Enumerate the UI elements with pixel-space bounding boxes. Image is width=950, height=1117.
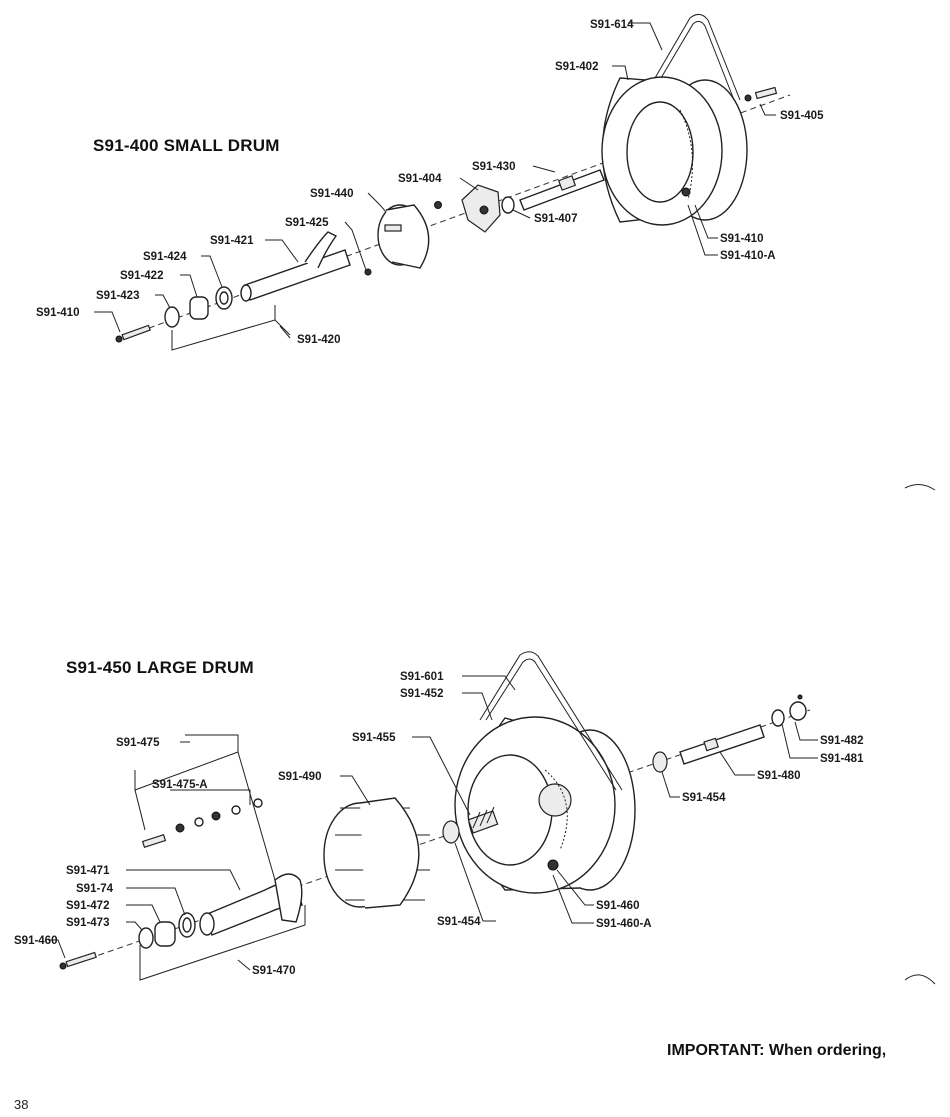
large-drum-handle	[479, 651, 623, 791]
large-drum-bushing-454-left	[442, 820, 460, 844]
small-drum-bolt-405	[744, 86, 778, 102]
cap-482	[789, 701, 807, 721]
bushing-422	[189, 296, 209, 320]
label-S91-402: S91-402	[555, 61, 598, 73]
small-drum-body	[601, 76, 748, 226]
label-S91-490: S91-490	[278, 771, 321, 783]
label-S91-475-A: S91-475-A	[152, 779, 208, 791]
label-S91-410-A: S91-410-A	[720, 250, 776, 262]
label-S91-407: S91-407	[534, 213, 577, 225]
label-S91-482: S91-482	[820, 735, 863, 747]
large-drum-tube-471	[199, 873, 303, 936]
small-drum-cage-440	[377, 204, 430, 269]
label-S91-425: S91-425	[285, 217, 329, 229]
label-S91-454-left: S91-454	[437, 916, 481, 928]
label-S91-421: S91-421	[210, 235, 254, 247]
small-drum-handle	[654, 14, 741, 101]
small-drum-shaft-430	[519, 169, 605, 211]
label-S91-420: S91-420	[297, 334, 340, 346]
large-drum-title: S91-450 LARGE DRUM	[66, 658, 254, 677]
important-note: IMPORTANT: When ordering,	[667, 1042, 887, 1059]
label-S91-410-right: S91-410	[720, 233, 763, 245]
label-S91-475: S91-475	[116, 737, 160, 749]
page-number: 38	[14, 1097, 29, 1112]
label-S91-472: S91-472	[66, 900, 109, 912]
large-drum-bolt-460-left	[59, 951, 97, 970]
label-S91-423: S91-423	[96, 290, 139, 302]
label-S91-460-right: S91-460	[596, 900, 639, 912]
label-S91-454-right: S91-454	[682, 792, 726, 804]
small-drum-bolt-410	[115, 324, 151, 343]
bracket-420	[171, 305, 276, 351]
label-S91-404: S91-404	[398, 173, 442, 185]
hardware-set-475	[141, 798, 263, 849]
label-S91-481: S91-481	[820, 753, 864, 765]
ring-423	[164, 306, 180, 328]
small-drum-washer-407	[501, 196, 515, 214]
ring-481	[771, 709, 785, 727]
label-S91-74: S91-74	[76, 883, 114, 895]
label-S91-405: S91-405	[780, 110, 824, 122]
small-drum-hub-404	[434, 184, 501, 233]
label-S91-455: S91-455	[352, 732, 396, 744]
label-S91-460-left: S91-460	[14, 935, 57, 947]
large-drum-cage-490	[323, 797, 430, 909]
punch-mark-upper	[904, 484, 936, 491]
large-drum-spring-455	[467, 806, 499, 834]
label-S91-480: S91-480	[757, 770, 800, 782]
bracket-470	[139, 905, 306, 981]
large-drum-drawing	[48, 651, 818, 981]
label-S91-473: S91-473	[66, 917, 109, 929]
large-drum-bushing-454-right	[652, 751, 668, 773]
small-drum-title: S91-400 SMALL DRUM	[93, 136, 280, 155]
label-S91-470: S91-470	[252, 965, 295, 977]
punch-mark-lower	[904, 974, 936, 985]
large-drum-body	[454, 716, 636, 894]
large-drum-shaft-480	[679, 724, 765, 765]
small-drum-drawing	[94, 14, 791, 351]
label-S91-471: S91-471	[66, 865, 110, 877]
label-S91-452: S91-452	[400, 688, 443, 700]
label-S91-410-left: S91-410	[36, 307, 79, 319]
label-S91-424: S91-424	[143, 251, 187, 263]
label-S91-440: S91-440	[310, 188, 353, 200]
label-S91-422: S91-422	[120, 270, 163, 282]
label-S91-460-A: S91-460-A	[596, 918, 652, 930]
label-S91-601: S91-601	[400, 671, 444, 683]
bushing-472	[154, 921, 176, 947]
label-S91-430: S91-430	[472, 161, 515, 173]
small-drum-tube-421	[240, 231, 372, 302]
ring-473	[138, 927, 154, 949]
bracket-475-A	[170, 789, 251, 805]
label-S91-614: S91-614	[590, 19, 634, 31]
